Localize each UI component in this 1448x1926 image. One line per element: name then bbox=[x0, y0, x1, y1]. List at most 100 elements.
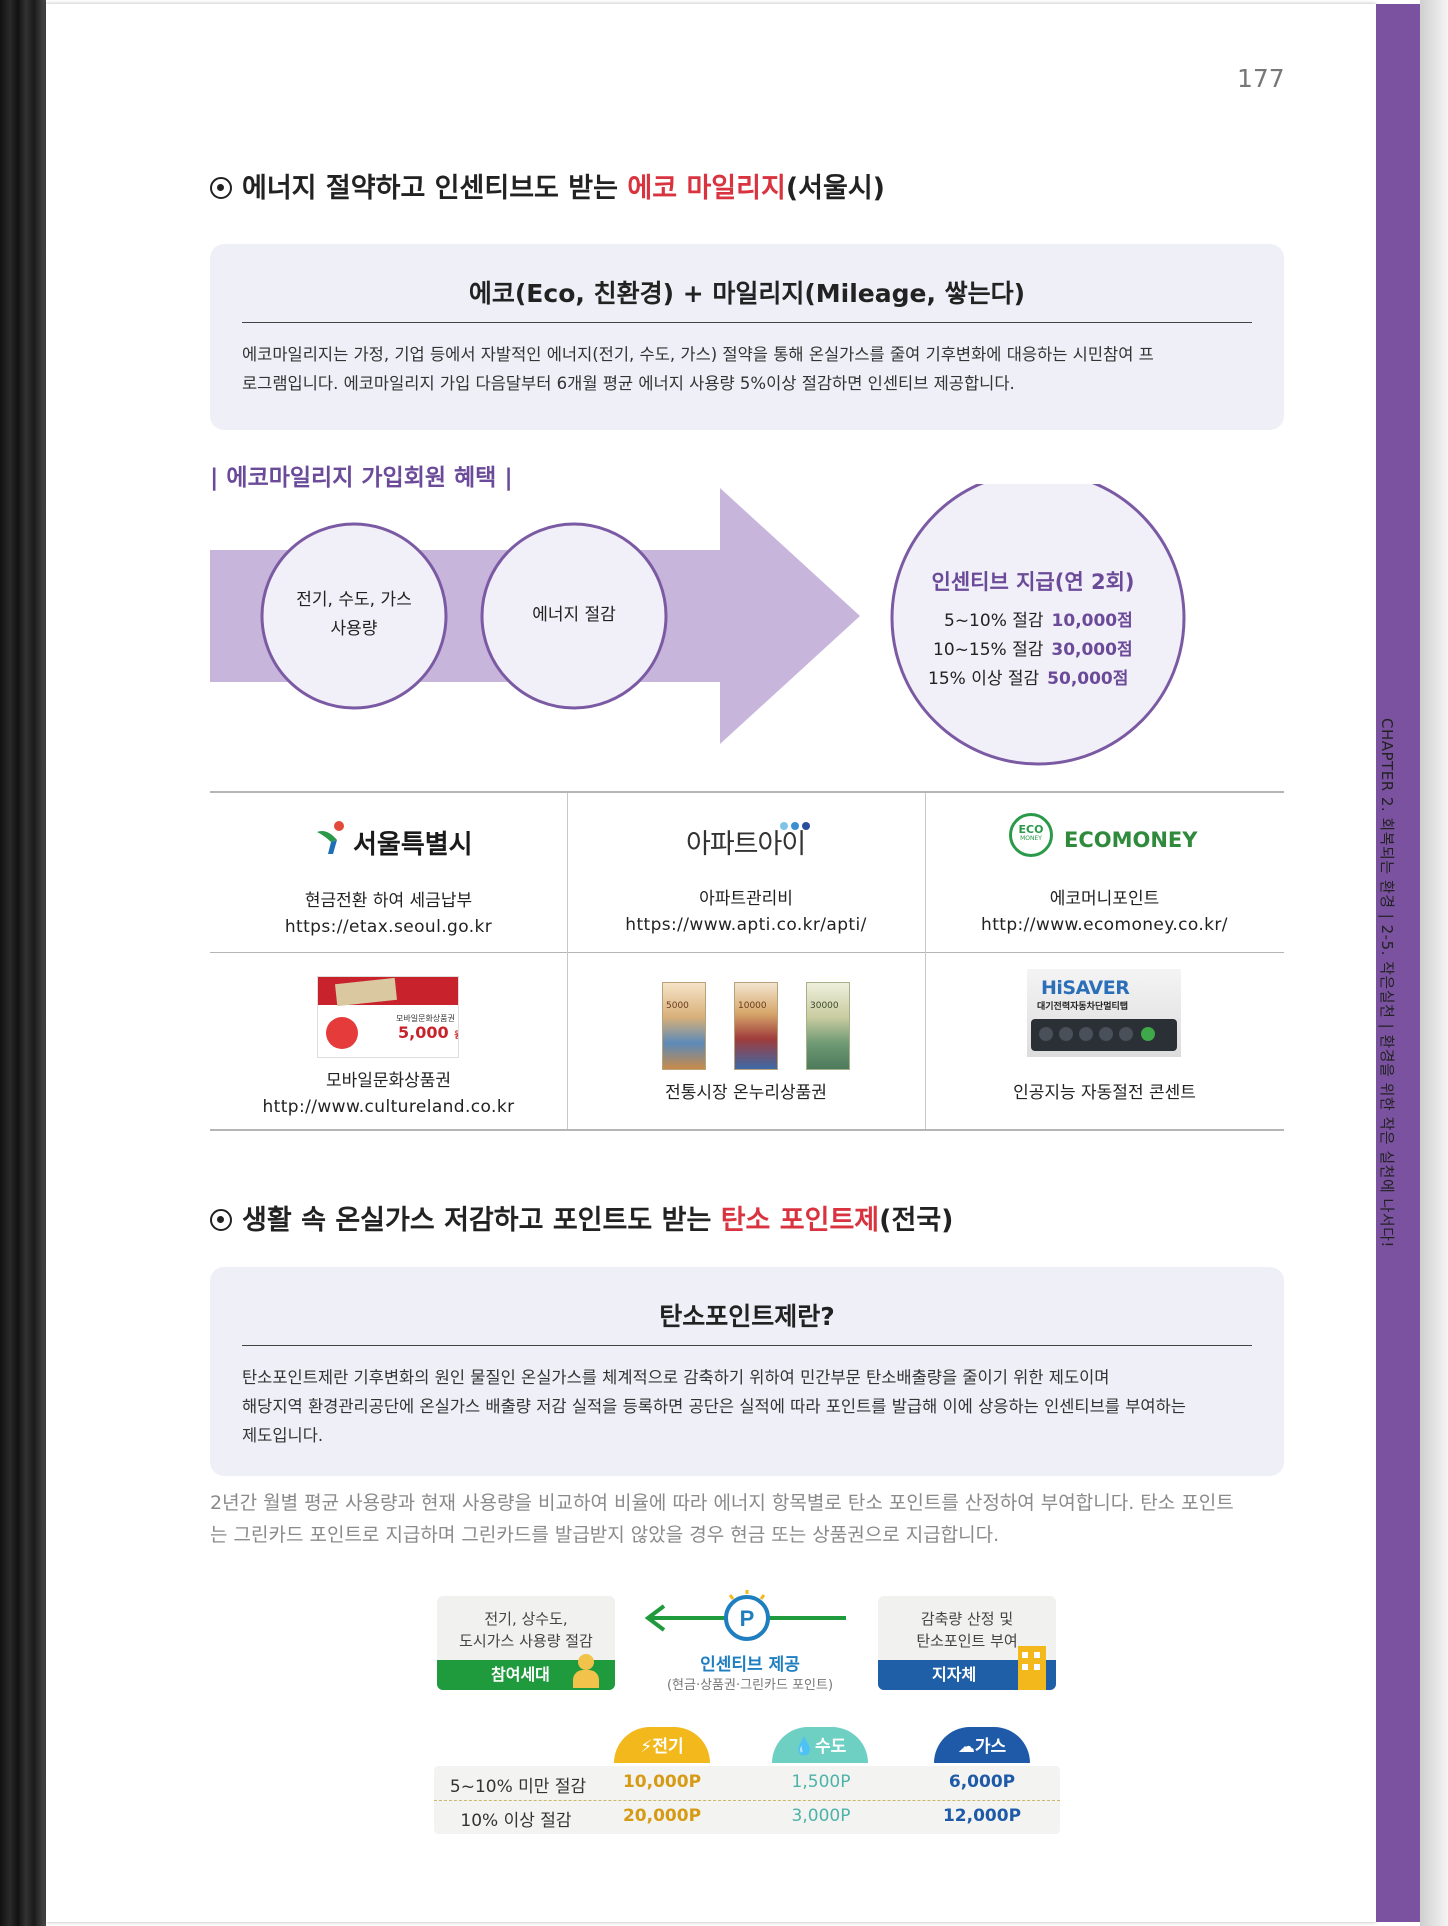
cloud-icon: ☁ bbox=[957, 1737, 975, 1757]
bill-value: 10000 bbox=[738, 1001, 767, 1011]
section1-title: 에너지 절약하고 인센티브도 받는 에코 마일리지(서울시) bbox=[210, 166, 885, 205]
box-text-line: 로그램입니다. 에코마일리지 가입 다음달부터 6개월 평균 에너지 사용량 5… bbox=[242, 374, 1015, 393]
tab-gas: ☁가스 bbox=[934, 1727, 1030, 1763]
section1-title-suffix: (서울시) bbox=[785, 173, 886, 204]
partner-url: http://www.cultureland.co.kr bbox=[262, 1097, 515, 1117]
carbon-point-box-text: 탄소포인트제란 기후변화의 원인 물질인 온실가스를 체계적으로 감축하기 위하… bbox=[242, 1363, 1252, 1450]
partner-desc: 아파트관리비 bbox=[699, 889, 793, 909]
voucher-name: 모바일문화상품권 bbox=[396, 1014, 455, 1023]
card-text-line: 전기, 상수도, bbox=[484, 1610, 568, 1628]
partner-url: https://www.apti.co.kr/apti/ bbox=[625, 915, 867, 935]
tier-range: 15% 이상 절감 bbox=[928, 669, 1040, 689]
usage-circle bbox=[260, 522, 448, 710]
hisaver-product-image: HiSAVER 대기전력자동차단멀티탭 bbox=[1027, 969, 1181, 1057]
section1-title-highlight: 에코 마일리지 bbox=[627, 173, 786, 204]
carbon-point-description: 2년간 월별 평균 사용량과 현재 사용량을 비교하여 비율에 따라 에너지 항… bbox=[210, 1487, 1290, 1551]
bill-value: 5000 bbox=[666, 1001, 689, 1011]
incentive-circle bbox=[890, 484, 1186, 766]
usage-label-line: 전기, 수도, 가스 bbox=[296, 590, 412, 610]
apti-logo-dots-icon bbox=[780, 815, 810, 834]
card-text-line: 탄소포인트 부여 bbox=[916, 1632, 1018, 1650]
rate-row-label: 5~10% 미만 절감 bbox=[449, 1777, 587, 1797]
bill-value: 30000 bbox=[810, 1001, 839, 1011]
box-divider bbox=[242, 322, 1252, 323]
rate-cell: 12,000P bbox=[942, 1806, 1022, 1826]
section2-title-highlight: 탄소 포인트제 bbox=[720, 1205, 880, 1236]
tab-water: 💧수도 bbox=[772, 1727, 868, 1763]
hisaver-brand-sub: 대기전력자동차단멀티탭 bbox=[1037, 1002, 1129, 1012]
svg-text:P: P bbox=[740, 1606, 755, 1631]
grid-line bbox=[210, 791, 1284, 793]
usage-label-line: 사용량 bbox=[330, 619, 378, 639]
ecomoney-badge-subtext: MONEY bbox=[1020, 835, 1042, 842]
onnuri-bill-10000: 10000 bbox=[734, 982, 778, 1070]
book-spine-edge bbox=[0, 0, 46, 1926]
chapter-tab-text: CHAPTER 2. 회복되는 환경 | 2-5. 작은실천 | 환경을 위한 … bbox=[1378, 718, 1396, 1248]
building-icon bbox=[1018, 1646, 1046, 1690]
rate-cell: 3,000P bbox=[791, 1806, 851, 1826]
incentive-tier: 5~10% 절감 10,000점 bbox=[944, 606, 1133, 631]
card-text-line: 도시가스 사용량 절감 bbox=[459, 1632, 593, 1650]
tier-points: 30,000점 bbox=[1051, 640, 1133, 660]
partner-desc: 현금전환 하여 세금납부 bbox=[304, 891, 473, 911]
voucher-unit: 원 bbox=[454, 1031, 458, 1041]
benefits-heading: | 에코마일리지 가입회원 혜택 | bbox=[210, 465, 513, 491]
section1-title-text: 에너지 절약하고 인센티브도 받는 bbox=[242, 173, 628, 204]
incentive-flow-arrow: P bbox=[644, 1590, 846, 1641]
incentive-provide-subtitle: (현금·상품권·그린카드 포인트) bbox=[666, 1678, 834, 1693]
incentive-tier: 10~15% 절감 30,000점 bbox=[933, 635, 1133, 660]
usage-circle-label: 전기, 수도, 가스 사용량 bbox=[262, 586, 446, 644]
rate-cell: 10,000P bbox=[622, 1772, 702, 1792]
eco-mileage-box-text: 에코마일리지는 가정, 기업 등에서 자발적인 에너지(전기, 수도, 가스) … bbox=[242, 340, 1252, 398]
rate-cell: 6,000P bbox=[948, 1772, 1016, 1792]
target-bullet-icon bbox=[210, 177, 232, 199]
box-text-line: 해당지역 환경관리공단에 온실가스 배출량 저감 실적을 등록하면 공단은 실적… bbox=[242, 1397, 1186, 1416]
box-text-line: 제도입니다. bbox=[242, 1426, 324, 1445]
apti-logo-text: 아파트아이 bbox=[686, 829, 806, 860]
grid-line bbox=[210, 1129, 1284, 1131]
benefit-flow-graphic bbox=[210, 484, 1186, 766]
tier-range: 5~10% 절감 bbox=[944, 611, 1044, 631]
rate-row-divider bbox=[434, 1800, 1060, 1801]
section2-title: 생활 속 온실가스 저감하고 포인트도 받는 탄소 포인트제(전국) bbox=[210, 1198, 954, 1237]
government-card-text: 감축량 산정 및 탄소포인트 부여 bbox=[878, 1608, 1056, 1652]
target-bullet-icon bbox=[210, 1209, 232, 1231]
incentive-tier: 15% 이상 절감 50,000점 bbox=[928, 664, 1128, 689]
grid-line bbox=[210, 952, 1284, 953]
chapter-tab-strip bbox=[1376, 4, 1420, 1922]
saving-circle-label: 에너지 절감 bbox=[532, 605, 616, 625]
partner-seoul-info: 현금전환 하여 세금납부 https://etax.seoul.go.kr bbox=[210, 888, 567, 940]
onnuri-bill-30000: 30000 bbox=[806, 982, 850, 1070]
voucher-amount: 5,000 bbox=[398, 1023, 449, 1042]
household-person-icon bbox=[571, 1654, 601, 1688]
onnuri-bill-5000: 5000 bbox=[662, 982, 706, 1070]
rate-cell: 20,000P bbox=[622, 1806, 702, 1826]
box-text-line: 에코마일리지는 가정, 기업 등에서 자발적인 에너지(전기, 수도, 가스) … bbox=[242, 345, 1154, 364]
hisaver-brand: HiSAVER bbox=[1041, 977, 1130, 999]
parking-point-icon bbox=[724, 1595, 770, 1641]
box-divider bbox=[242, 1345, 1252, 1346]
tab-gas-label: 가스 bbox=[974, 1737, 1007, 1757]
water-drop-icon: 💧 bbox=[793, 1737, 815, 1757]
tier-range: 10~15% 절감 bbox=[933, 640, 1044, 660]
rate-row-label: 10% 이상 절감 bbox=[460, 1811, 572, 1831]
partner-url: http://www.ecomoney.co.kr/ bbox=[981, 915, 1228, 935]
section2-title-suffix: (전국) bbox=[879, 1205, 954, 1236]
partner-cultureland-info: 모바일문화상품권 http://www.cultureland.co.kr bbox=[210, 1068, 567, 1120]
tier-points: 10,000점 bbox=[1051, 611, 1133, 631]
partner-desc: 모바일문화상품권 bbox=[325, 1071, 452, 1091]
partner-desc: 에코머니포인트 bbox=[1049, 889, 1160, 909]
carbon-point-info-box: 탄소포인트제란? 탄소포인트제란 기후변화의 원인 물질인 온실가스를 체계적으… bbox=[210, 1267, 1284, 1476]
page-number: 177 bbox=[1237, 64, 1285, 93]
participant-household-card: 전기, 상수도, 도시가스 사용량 절감 참여세대 bbox=[437, 1596, 615, 1690]
rate-cell: 1,500P bbox=[791, 1772, 851, 1792]
eco-mileage-box-title: 에코(Eco, 친환경) + 마일리지(Mileage, 쌓는다) bbox=[468, 279, 1026, 308]
tab-electricity: ⚡전기 bbox=[614, 1727, 710, 1763]
tier-points: 50,000점 bbox=[1047, 669, 1129, 689]
tab-water-label: 수도 bbox=[814, 1737, 847, 1757]
incentive-title: 인센티브 지급(연 2회) bbox=[931, 570, 1135, 594]
seoul-logo-icon bbox=[317, 821, 344, 854]
description-line: 2년간 월별 평균 사용량과 현재 사용량을 비교하여 비율에 따라 에너지 항… bbox=[210, 1492, 1234, 1514]
lightning-icon: ⚡ bbox=[640, 1737, 653, 1757]
culture-voucher-image: 모바일문화상품권 5,000 원 bbox=[317, 976, 459, 1058]
